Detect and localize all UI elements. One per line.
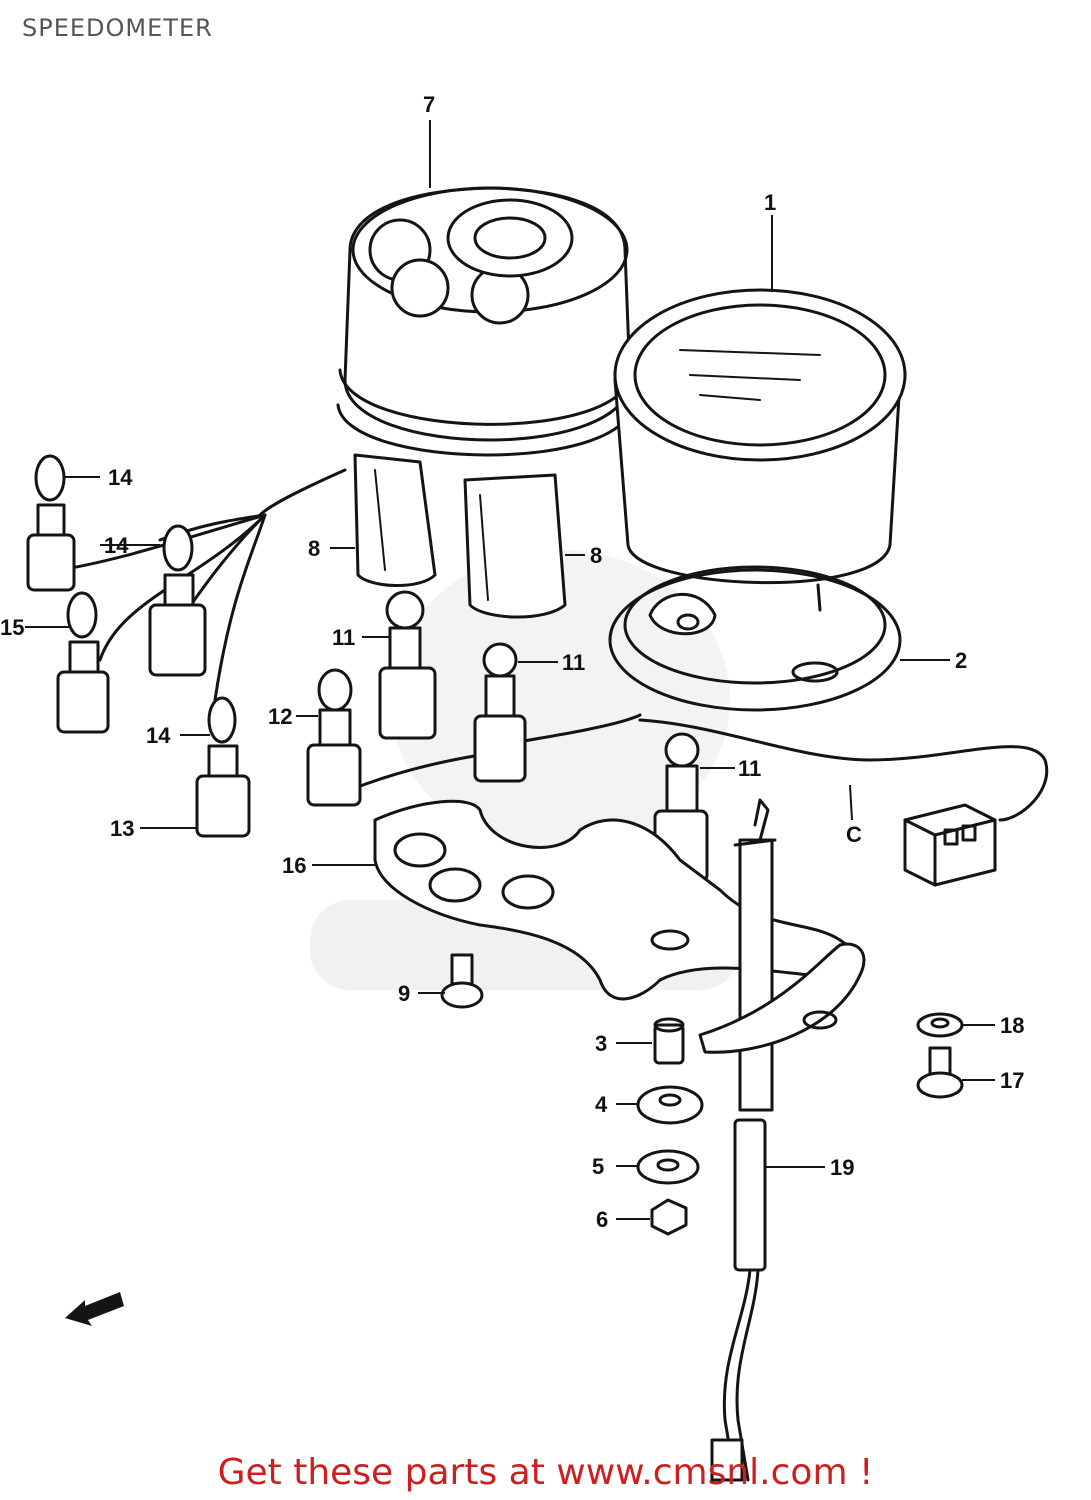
bulb-socket-11-mid[interactable] [473,642,527,783]
callout-14-low: 14 [146,723,171,748]
callout-1: 1 [764,190,776,215]
rubber-sleeve-left[interactable] [353,453,437,587]
callout-15: 15 [0,615,24,640]
rubber-sleeve-right[interactable] [463,473,567,619]
callout-6: 6 [596,1207,608,1232]
callout-11-mid: 11 [562,650,585,675]
callout-14-mid: 14 [104,533,129,558]
meter-housing[interactable] [336,186,636,457]
page-title: SPEEDOMETER [22,14,213,42]
washer-5[interactable] [636,1149,700,1185]
bulb-socket-11-top[interactable] [378,590,437,740]
bulb-socket-15[interactable] [56,591,110,734]
speedometer-bracket-ring[interactable] [608,565,902,712]
callout-C: C [846,822,862,847]
callout-11-top: 11 [332,625,355,650]
leader-lines [25,120,995,1220]
bolt-9[interactable] [440,953,484,1009]
callout-17: 17 [1000,1068,1024,1093]
cushion-4[interactable] [636,1085,704,1125]
callout-8-right: 8 [590,543,602,568]
callout-4: 4 [595,1092,608,1117]
bulb-socket-14-mid[interactable] [148,524,207,677]
callout-18: 18 [1000,1013,1024,1038]
callout-2: 2 [955,648,967,673]
callout-3: 3 [595,1031,607,1056]
bolt-17[interactable] [916,1046,964,1099]
speedometer-cable[interactable] [710,798,777,1482]
callout-12: 12 [268,704,292,729]
callout-5: 5 [592,1154,604,1179]
callout-13: 13 [110,816,134,841]
callout-labels: 1 2 3 4 5 6 7 8 8 9 11 11 11 12 13 14 14… [0,92,1024,1232]
nut-6[interactable] [650,1198,688,1236]
footer-link-text[interactable]: Get these parts at www.cmsnl.com ! [217,1452,874,1493]
callout-9: 9 [398,981,410,1006]
callout-7: 7 [423,92,435,117]
callout-11-right: 11 [738,756,761,781]
bulb-socket-14-low[interactable] [195,696,251,838]
bulb-socket-14-top[interactable] [26,454,76,592]
speedometer-gauge[interactable] [613,288,907,612]
callout-16: 16 [282,853,306,878]
lamp-holder-plate[interactable] [373,799,859,1001]
callout-8-left: 8 [308,536,320,561]
front-direction-arrow-icon [65,1292,124,1326]
callout-19: 19 [830,1155,854,1180]
bulb-socket-12[interactable] [306,668,362,807]
callout-14-top: 14 [108,465,133,490]
washer-18[interactable] [916,1012,964,1038]
spacer-3[interactable] [653,1017,685,1065]
cable-stay-bracket[interactable] [698,942,866,1054]
wire-connector[interactable] [903,803,997,887]
